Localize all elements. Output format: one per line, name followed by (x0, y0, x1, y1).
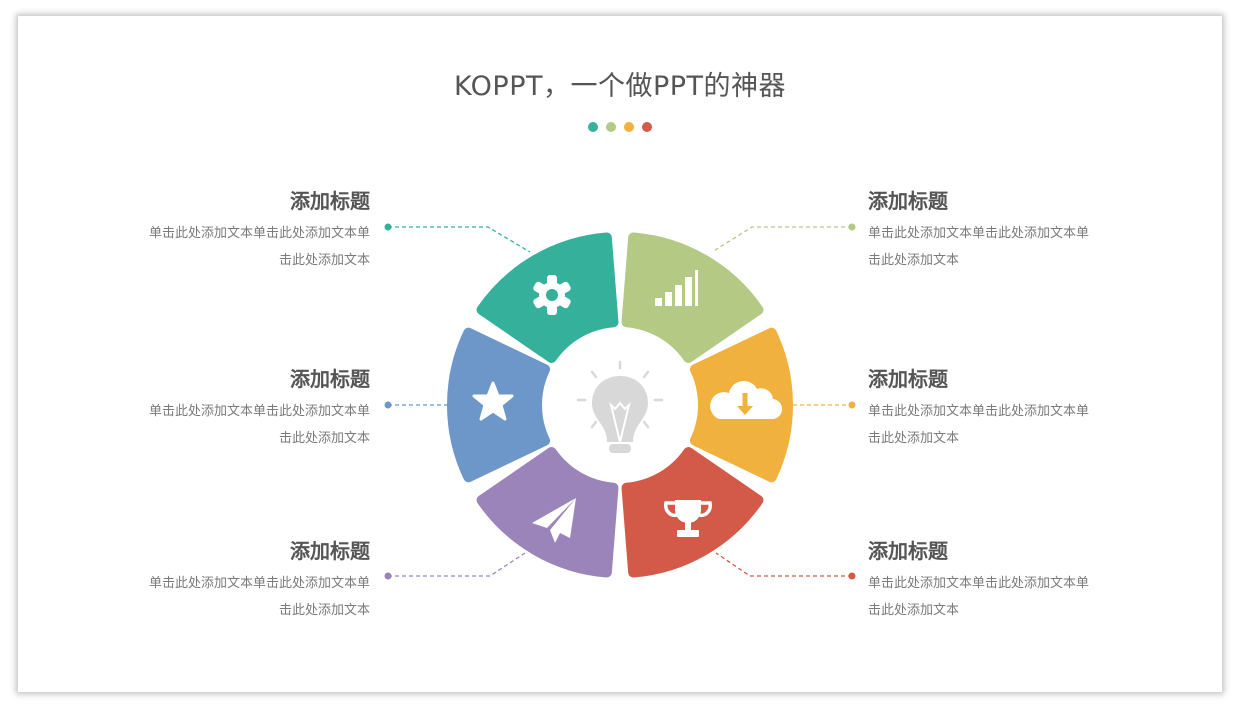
connector-dot-left-mid (384, 401, 392, 409)
title-dot-green (606, 122, 616, 132)
ring-segment-top-right (621, 232, 764, 363)
block-heading: 添加标题 (290, 189, 370, 213)
block-body-line1: 单击此处添加文本单击此处添加文本单 (148, 404, 370, 419)
block-body-line1: 单击此处添加文本单击此处添加文本单 (868, 404, 1090, 419)
text-block-right-mid: 添加标题 单击此处添加文本单击此处添加文本单击此处添加文本 (868, 366, 1128, 452)
block-body-line1: 单击此处添加文本单击此处添加文本单 (868, 226, 1090, 241)
block-body-line2: 击此处添加文本 (868, 603, 960, 618)
text-block-right-top: 添加标题 单击此处添加文本单击此处添加文本单击此处添加文本 (868, 188, 1128, 274)
block-body-line1: 单击此处添加文本单击此处添加文本单 (868, 576, 1090, 591)
connector-dot-left-bottom (384, 572, 392, 580)
gear-icon (533, 275, 571, 315)
cloud-download-icon (710, 380, 783, 420)
connector-dot-right-mid (848, 401, 856, 409)
paper-plane-icon (532, 498, 576, 543)
block-body-line2: 击此处添加文本 (278, 431, 370, 446)
connector-dot-left-top (384, 223, 392, 231)
block-body-line2: 击此处添加文本 (868, 431, 960, 446)
text-block-left-mid: 添加标题 单击此处添加文本单击此处添加文本单击此处添加文本 (110, 366, 370, 452)
connector-right-top (711, 226, 852, 253)
block-heading: 添加标题 (868, 539, 948, 563)
title-dot-red (642, 122, 652, 132)
block-body-line1: 单击此处添加文本单击此处添加文本单 (148, 226, 370, 241)
block-heading: 添加标题 (868, 189, 948, 213)
block-heading: 添加标题 (868, 367, 948, 391)
slide-frame (18, 16, 1222, 692)
lightbulb-icon (576, 360, 664, 453)
signal-bars-icon (655, 270, 698, 306)
slide-title: KOPPT，一个做PPT的神器 (453, 71, 787, 102)
text-block-left-top: 添加标题 单击此处添加文本单击此处添加文本单击此处添加文本 (110, 188, 370, 274)
text-block-left-bottom: 添加标题 单击此处添加文本单击此处添加文本单击此处添加文本 (110, 538, 370, 624)
star-icon (472, 381, 514, 421)
title-dot-teal (588, 122, 598, 132)
ring-segment-bottom-left (476, 447, 619, 578)
trophy-icon (664, 500, 712, 537)
block-body-line2: 击此处添加文本 (868, 253, 960, 268)
title-dots (588, 122, 652, 132)
title-dot-orange (624, 122, 634, 132)
connector-left-top (388, 226, 531, 253)
connector-dot-right-top (848, 223, 856, 231)
connector-left-bottom (388, 552, 526, 577)
connector-dot-right-bottom (848, 572, 856, 580)
block-heading: 添加标题 (290, 367, 370, 391)
block-heading: 添加标题 (290, 539, 370, 563)
connector-right-bottom (715, 552, 852, 577)
block-body-line1: 单击此处添加文本单击此处添加文本单 (148, 576, 370, 591)
block-body-line2: 击此处添加文本 (278, 253, 370, 268)
text-block-right-bottom: 添加标题 单击此处添加文本单击此处添加文本单击此处添加文本 (868, 538, 1128, 624)
block-body-line2: 击此处添加文本 (278, 603, 370, 618)
